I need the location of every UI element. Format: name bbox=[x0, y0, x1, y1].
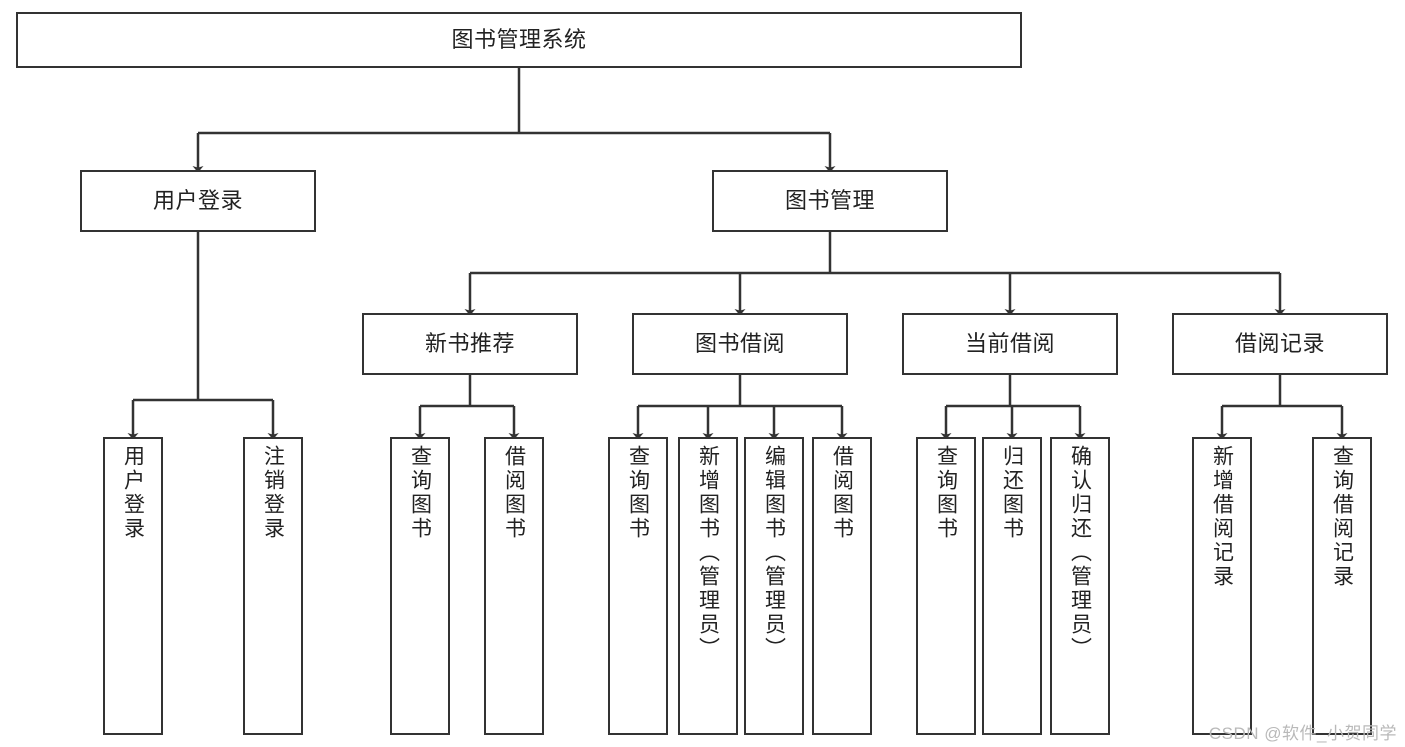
node-label-leaf-confirm-return: 确认归还（管理员） bbox=[1068, 445, 1092, 661]
node-leaf-query-book-borrow[interactable]: 查询图书 bbox=[608, 437, 668, 735]
node-leaf-query-book-cur[interactable]: 查询图书 bbox=[916, 437, 976, 735]
node-leaf-user-login[interactable]: 用户登录 bbox=[103, 437, 163, 735]
node-leaf-add-book[interactable]: 新增图书（管理员） bbox=[678, 437, 738, 735]
node-book-borrow[interactable]: 图书借阅 bbox=[632, 313, 848, 375]
node-leaf-borrow-book[interactable]: 借阅图书 bbox=[812, 437, 872, 735]
node-label-leaf-query-record: 查询借阅记录 bbox=[1330, 445, 1354, 589]
node-leaf-query-book-rec[interactable]: 查询图书 bbox=[390, 437, 450, 735]
node-label-borrow-record: 借阅记录 bbox=[1234, 331, 1325, 357]
node-user-login[interactable]: 用户登录 bbox=[80, 170, 316, 232]
node-label-current-borrow: 当前借阅 bbox=[964, 331, 1055, 357]
node-label-leaf-query-book-borrow: 查询图书 bbox=[626, 445, 650, 541]
node-label-user-login: 用户登录 bbox=[152, 188, 243, 214]
node-label-root: 图书管理系统 bbox=[451, 27, 587, 53]
node-leaf-query-record[interactable]: 查询借阅记录 bbox=[1312, 437, 1372, 735]
connector-layer bbox=[127, 68, 1348, 440]
node-label-leaf-query-book-cur: 查询图书 bbox=[934, 445, 958, 541]
node-current-borrow[interactable]: 当前借阅 bbox=[902, 313, 1118, 375]
node-label-leaf-add-book: 新增图书（管理员） bbox=[696, 445, 720, 661]
node-root[interactable]: 图书管理系统 bbox=[16, 12, 1022, 68]
node-label-leaf-query-book-rec: 查询图书 bbox=[408, 445, 432, 541]
node-leaf-confirm-return[interactable]: 确认归还（管理员） bbox=[1050, 437, 1110, 735]
node-leaf-edit-book[interactable]: 编辑图书（管理员） bbox=[744, 437, 804, 735]
node-leaf-return-book[interactable]: 归还图书 bbox=[982, 437, 1042, 735]
node-label-leaf-borrow-book: 借阅图书 bbox=[830, 445, 854, 541]
node-label-leaf-logout: 注销登录 bbox=[261, 445, 285, 541]
node-book-manage[interactable]: 图书管理 bbox=[712, 170, 948, 232]
node-label-leaf-return-book: 归还图书 bbox=[1000, 445, 1024, 541]
node-new-book-rec[interactable]: 新书推荐 bbox=[362, 313, 578, 375]
node-label-leaf-add-record: 新增借阅记录 bbox=[1210, 445, 1234, 589]
node-borrow-record[interactable]: 借阅记录 bbox=[1172, 313, 1388, 375]
node-label-leaf-edit-book: 编辑图书（管理员） bbox=[762, 445, 786, 661]
node-leaf-add-record[interactable]: 新增借阅记录 bbox=[1192, 437, 1252, 735]
node-label-leaf-user-login: 用户登录 bbox=[121, 445, 145, 541]
node-leaf-borrow-book-rec[interactable]: 借阅图书 bbox=[484, 437, 544, 735]
node-leaf-logout[interactable]: 注销登录 bbox=[243, 437, 303, 735]
node-label-new-book-rec: 新书推荐 bbox=[424, 331, 515, 357]
node-label-leaf-borrow-book-rec: 借阅图书 bbox=[502, 445, 526, 541]
node-label-book-borrow: 图书借阅 bbox=[694, 331, 785, 357]
node-label-book-manage: 图书管理 bbox=[784, 188, 875, 214]
